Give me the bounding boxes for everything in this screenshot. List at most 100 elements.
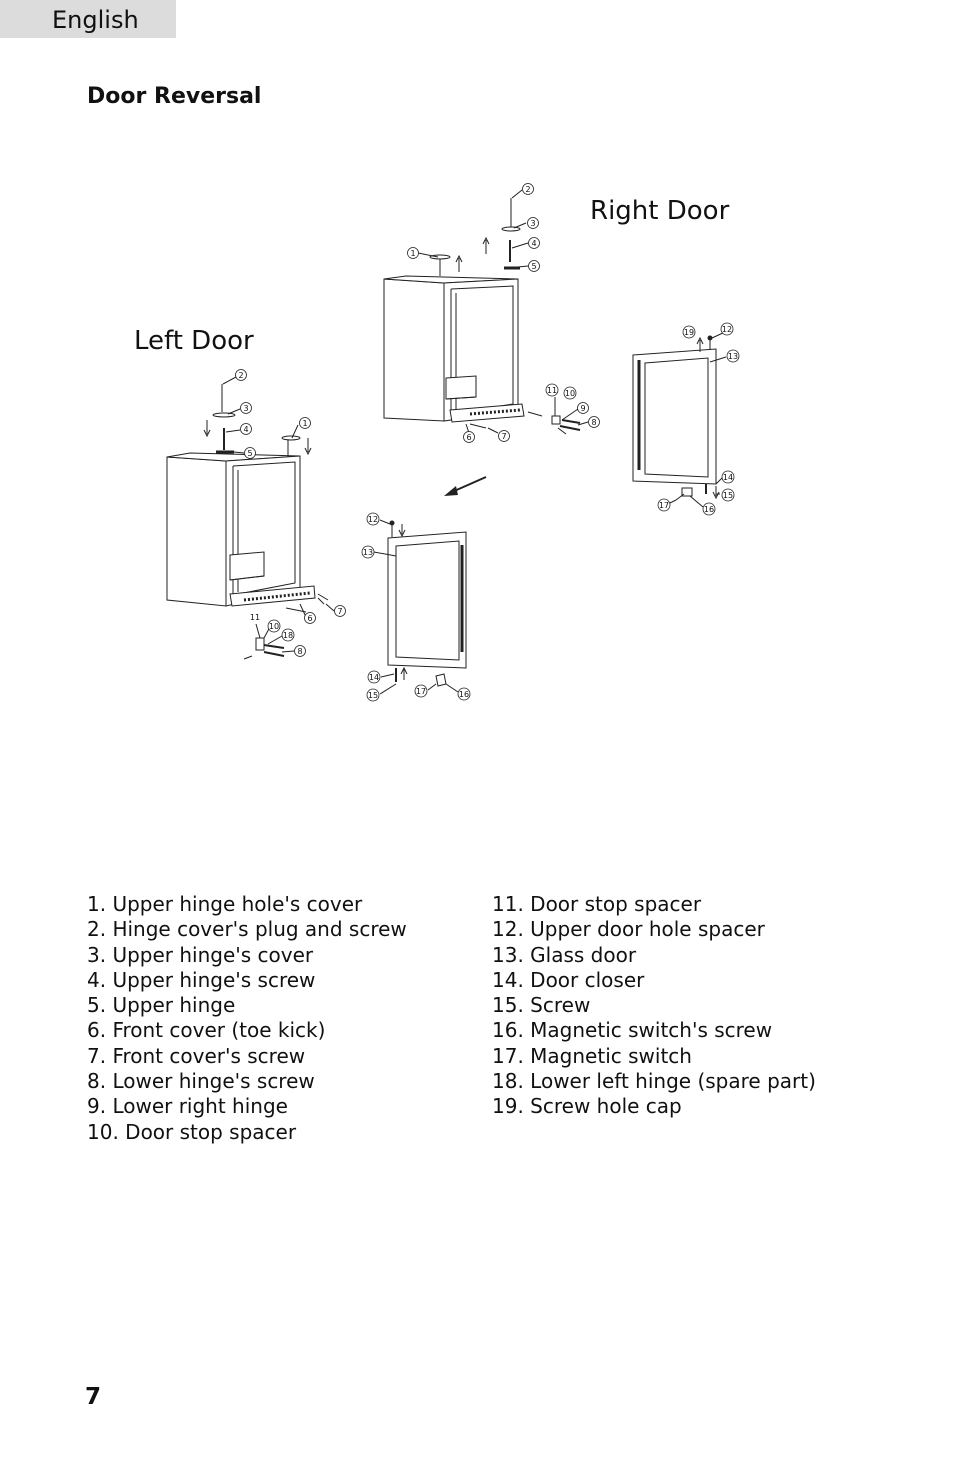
svg-text:6: 6: [307, 614, 312, 623]
svg-text:7: 7: [501, 432, 506, 441]
right-door-label: Right Door: [590, 196, 730, 226]
callout-16: 16: [702, 502, 716, 516]
svg-text:4: 4: [243, 425, 248, 434]
callout-8-left: 8: [294, 645, 306, 657]
svg-text:2: 2: [525, 185, 530, 194]
callout-2-left: 2: [235, 369, 247, 381]
callout-13: 13: [726, 349, 740, 363]
callout-4-left: 4: [240, 423, 252, 435]
left-door-cabinet: [166, 376, 335, 660]
legend-item: 14. Door closer: [492, 967, 645, 992]
callout-3: 3: [527, 217, 539, 229]
svg-text:18: 18: [283, 631, 293, 640]
callout-5: 5: [528, 260, 540, 272]
callout-10-left: 10: [267, 619, 281, 633]
callout-17: 17: [657, 498, 671, 512]
callout-11-left: 11: [250, 613, 260, 622]
callout-7-left: 7: [334, 605, 346, 617]
callout-4: 4: [528, 237, 540, 249]
svg-text:10: 10: [269, 622, 279, 631]
legend-item: 12. Upper door hole spacer: [492, 917, 765, 942]
svg-text:4: 4: [531, 239, 536, 248]
parts-legend-left: 1. Upper hinge hole's cover 2. Hinge cov…: [87, 892, 407, 1145]
svg-text:17: 17: [659, 501, 669, 510]
svg-text:12: 12: [368, 515, 378, 524]
callout-3-left: 3: [240, 402, 252, 414]
left-door-label: Left Door: [134, 326, 254, 356]
section-title: Door Reversal: [87, 84, 262, 109]
svg-text:9: 9: [580, 404, 585, 413]
svg-text:8: 8: [591, 418, 596, 427]
legend-item: 15. Screw: [492, 993, 591, 1018]
svg-text:13: 13: [363, 548, 373, 557]
svg-text:10: 10: [565, 389, 575, 398]
callout-10: 10: [563, 386, 577, 400]
door-reversal-diagram: Right Door Left Door 1 2 3 4 5 6 7 11 10…: [134, 183, 740, 702]
svg-text:16: 16: [704, 505, 714, 514]
right-door-cabinet: [383, 189, 589, 435]
svg-text:19: 19: [684, 328, 694, 337]
callout-15: 15: [721, 488, 735, 502]
legend-item: 9. Lower right hinge: [87, 1094, 288, 1119]
svg-text:14: 14: [723, 473, 733, 482]
callout-17-left: 17: [414, 684, 428, 698]
callout-2: 2: [522, 183, 534, 195]
callout-16-left: 16: [457, 687, 471, 701]
svg-text:16: 16: [459, 690, 469, 699]
right-glass-door: [632, 331, 727, 508]
svg-text:6: 6: [466, 433, 471, 442]
svg-text:17: 17: [416, 687, 426, 696]
svg-text:7: 7: [337, 607, 342, 616]
callout-6-left: 6: [304, 612, 316, 624]
legend-item: 4. Upper hinge's screw: [87, 967, 316, 992]
callout-19: 19: [682, 325, 696, 339]
svg-text:15: 15: [368, 691, 378, 700]
callout-15-left: 15: [366, 688, 380, 702]
legend-item: 2. Hinge cover's plug and screw: [87, 917, 407, 942]
callout-13-left: 13: [361, 545, 375, 559]
parts-legend-right: 11. Door stop spacer 12. Upper door hole…: [492, 892, 816, 1120]
svg-text:13: 13: [728, 352, 738, 361]
page-number: 7: [85, 1384, 102, 1410]
legend-item: 19. Screw hole cap: [492, 1094, 682, 1119]
svg-text:14: 14: [369, 673, 379, 682]
svg-text:8: 8: [297, 647, 302, 656]
legend-item: 18. Lower left hinge (spare part): [492, 1069, 816, 1094]
svg-text:3: 3: [243, 404, 248, 413]
callout-12-left: 12: [366, 512, 380, 526]
callout-14-left: 14: [367, 670, 381, 684]
svg-text:5: 5: [531, 262, 536, 271]
legend-item: 8. Lower hinge's screw: [87, 1069, 315, 1094]
callout-14: 14: [721, 470, 735, 484]
svg-text:11: 11: [547, 386, 557, 395]
legend-item: 17. Magnetic switch: [492, 1043, 692, 1068]
callout-9: 9: [577, 402, 589, 414]
legend-item: 3. Upper hinge's cover: [87, 942, 314, 967]
svg-text:15: 15: [723, 491, 733, 500]
language-tab[interactable]: English: [0, 0, 176, 38]
legend-item: 1. Upper hinge hole's cover: [87, 892, 363, 916]
legend-item: 11. Door stop spacer: [492, 892, 702, 916]
legend-item: 5. Upper hinge: [87, 993, 236, 1018]
callout-1: 1: [407, 247, 419, 259]
svg-text:1: 1: [302, 419, 307, 428]
callout-12: 12: [720, 322, 734, 336]
callout-8: 8: [588, 416, 600, 428]
svg-text:3: 3: [530, 219, 535, 228]
callout-5-left: 5: [244, 447, 256, 459]
callout-7: 7: [498, 430, 510, 442]
svg-text:5: 5: [247, 449, 252, 458]
svg-text:12: 12: [722, 325, 732, 334]
callout-18: 18: [281, 628, 295, 642]
callout-1-left: 1: [299, 417, 311, 429]
legend-item: 6. Front cover (toe kick): [87, 1018, 326, 1043]
callout-11: 11: [545, 383, 559, 397]
svg-text:2: 2: [238, 371, 243, 380]
left-glass-door: [373, 519, 467, 695]
callout-6: 6: [463, 431, 475, 443]
svg-text:1: 1: [410, 249, 415, 258]
legend-item: 7. Front cover's screw: [87, 1043, 306, 1068]
legend-item: 10. Door stop spacer: [87, 1119, 297, 1144]
legend-item: 16. Magnetic switch's screw: [492, 1018, 773, 1043]
legend-item: 13. Glass door: [492, 942, 637, 967]
